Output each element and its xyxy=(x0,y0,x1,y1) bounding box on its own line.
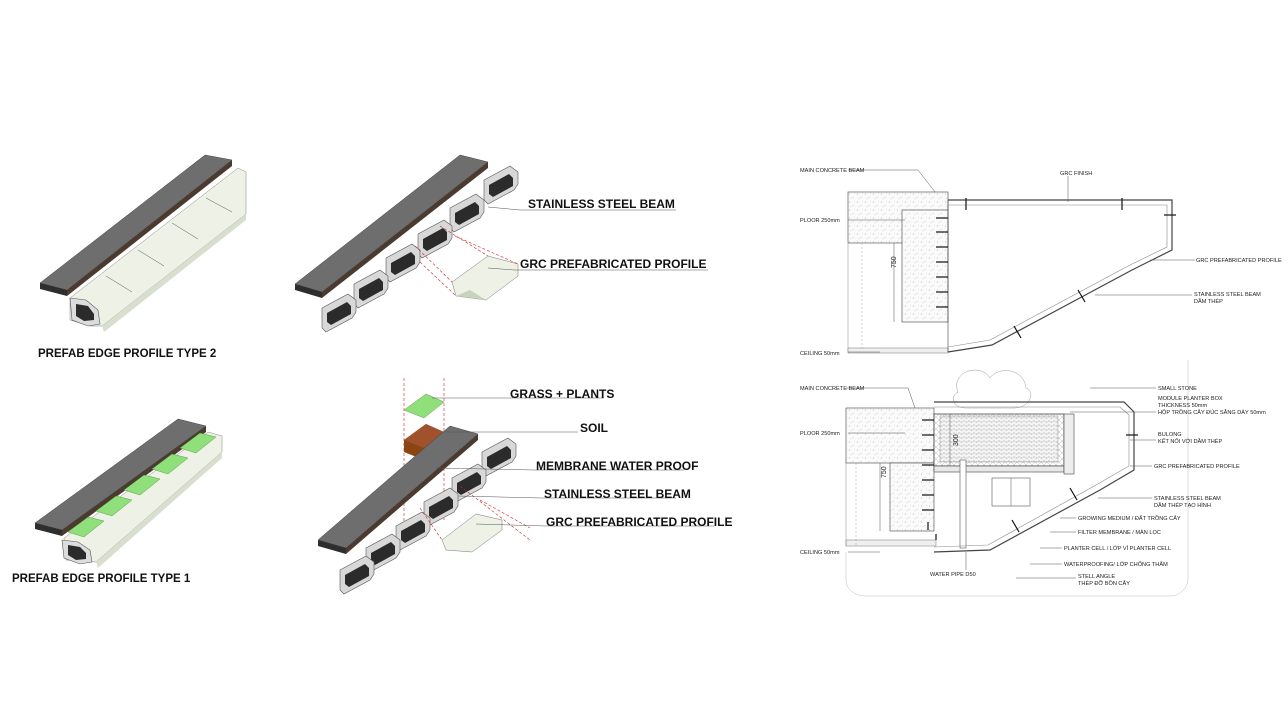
sb-bulong-1: BULONG xyxy=(1158,432,1182,438)
iso-type2-assembly xyxy=(39,154,247,332)
sb-module-1: MODULE PLANTER BOX xyxy=(1158,396,1223,402)
label-grc-profile-bottom: GRC PREFABRICATED PROFILE xyxy=(546,515,732,529)
st-grc-finish: GRC FINISH xyxy=(1060,171,1092,177)
sb-main-beam: MAIN CONCRETE BEAM xyxy=(800,386,865,392)
sb-water-pipe: WATER PIPE D50 xyxy=(930,572,976,578)
st-steel-beam-1: STAINLESS STEEL BEAM xyxy=(1194,292,1261,298)
label-grass-plants: GRASS + PLANTS xyxy=(510,387,614,401)
st-floor: PLOOR 250mm xyxy=(800,218,840,224)
label-membrane: MEMBRANE WATER PROOF xyxy=(536,459,698,473)
sb-steel-beam-1: STAINLESS STEEL BEAM xyxy=(1154,496,1221,502)
sb-bulong-2: KẾT NỐI VỚI DẦM THÉP xyxy=(1158,438,1223,445)
sb-waterproofing: WATERPROOFING/ LỚP CHỐNG THẤM xyxy=(1064,561,1168,568)
sb-module-3: HỘP TRỒNG CÂY ĐÚC SẴNG DÀY 50mm xyxy=(1158,409,1266,416)
st-grc-profile: GRC PREFABRICATED PROFILE xyxy=(1196,258,1282,264)
iso-type1-caption: PREFAB EDGE PROFILE TYPE 1 xyxy=(12,573,191,585)
sb-angle-2: THÉP ĐỠ BỒN CÂY xyxy=(1078,580,1130,587)
sb-module-2: THICKNESS 50mm xyxy=(1158,403,1207,409)
section-bottom-drawing xyxy=(845,360,1189,597)
label-stainless-beam-bottom: STAINLESS STEEL BEAM xyxy=(544,487,691,501)
sb-grc-profile: GRC PREFABRICATED PROFILE xyxy=(1154,464,1240,470)
st-ceiling: CEILING 50mm xyxy=(800,351,840,357)
label-stainless-beam-top: STAINLESS STEEL BEAM xyxy=(528,197,675,211)
iso-type1-exploded xyxy=(317,378,714,595)
st-steel-beam-2: DẦM THÉP xyxy=(1194,298,1223,305)
sb-growing: GROWING MEDIUM / ĐẤT TRỒNG CÂY xyxy=(1078,515,1181,522)
label-soil: SOIL xyxy=(580,421,608,435)
sb-floor: PLOOR 250mm xyxy=(800,431,840,437)
iso-type2-exploded xyxy=(294,154,708,333)
sb-steel-beam-2: DẦM THÉP TẠO HÌNH xyxy=(1154,502,1211,509)
st-dim-750: 750 xyxy=(891,256,898,268)
st-main-beam: MAIN CONCRETE BEAM xyxy=(800,168,865,174)
sb-angle-1: STELL ANGLE xyxy=(1078,574,1115,580)
sb-small-stone: SMALL STONE xyxy=(1158,386,1197,392)
sb-dim-300: 300 xyxy=(953,434,960,446)
sb-filter: FILTER MEMBRANE / MÀN LỌC xyxy=(1078,529,1161,536)
sb-ceiling: CEILING 50mm xyxy=(800,550,840,556)
label-grc-profile-top: GRC PREFABRICATED PROFILE xyxy=(520,257,706,271)
grass-panels xyxy=(67,432,217,538)
section-top-drawing xyxy=(847,169,1195,354)
iso-type1-assembly xyxy=(34,418,223,568)
sb-dim-750: 750 xyxy=(881,466,888,478)
sb-planter-cell: PLANTER CELL / LỚP VỈ PLANTER CELL xyxy=(1064,545,1171,552)
iso-type2-caption: PREFAB EDGE PROFILE TYPE 2 xyxy=(38,348,216,360)
